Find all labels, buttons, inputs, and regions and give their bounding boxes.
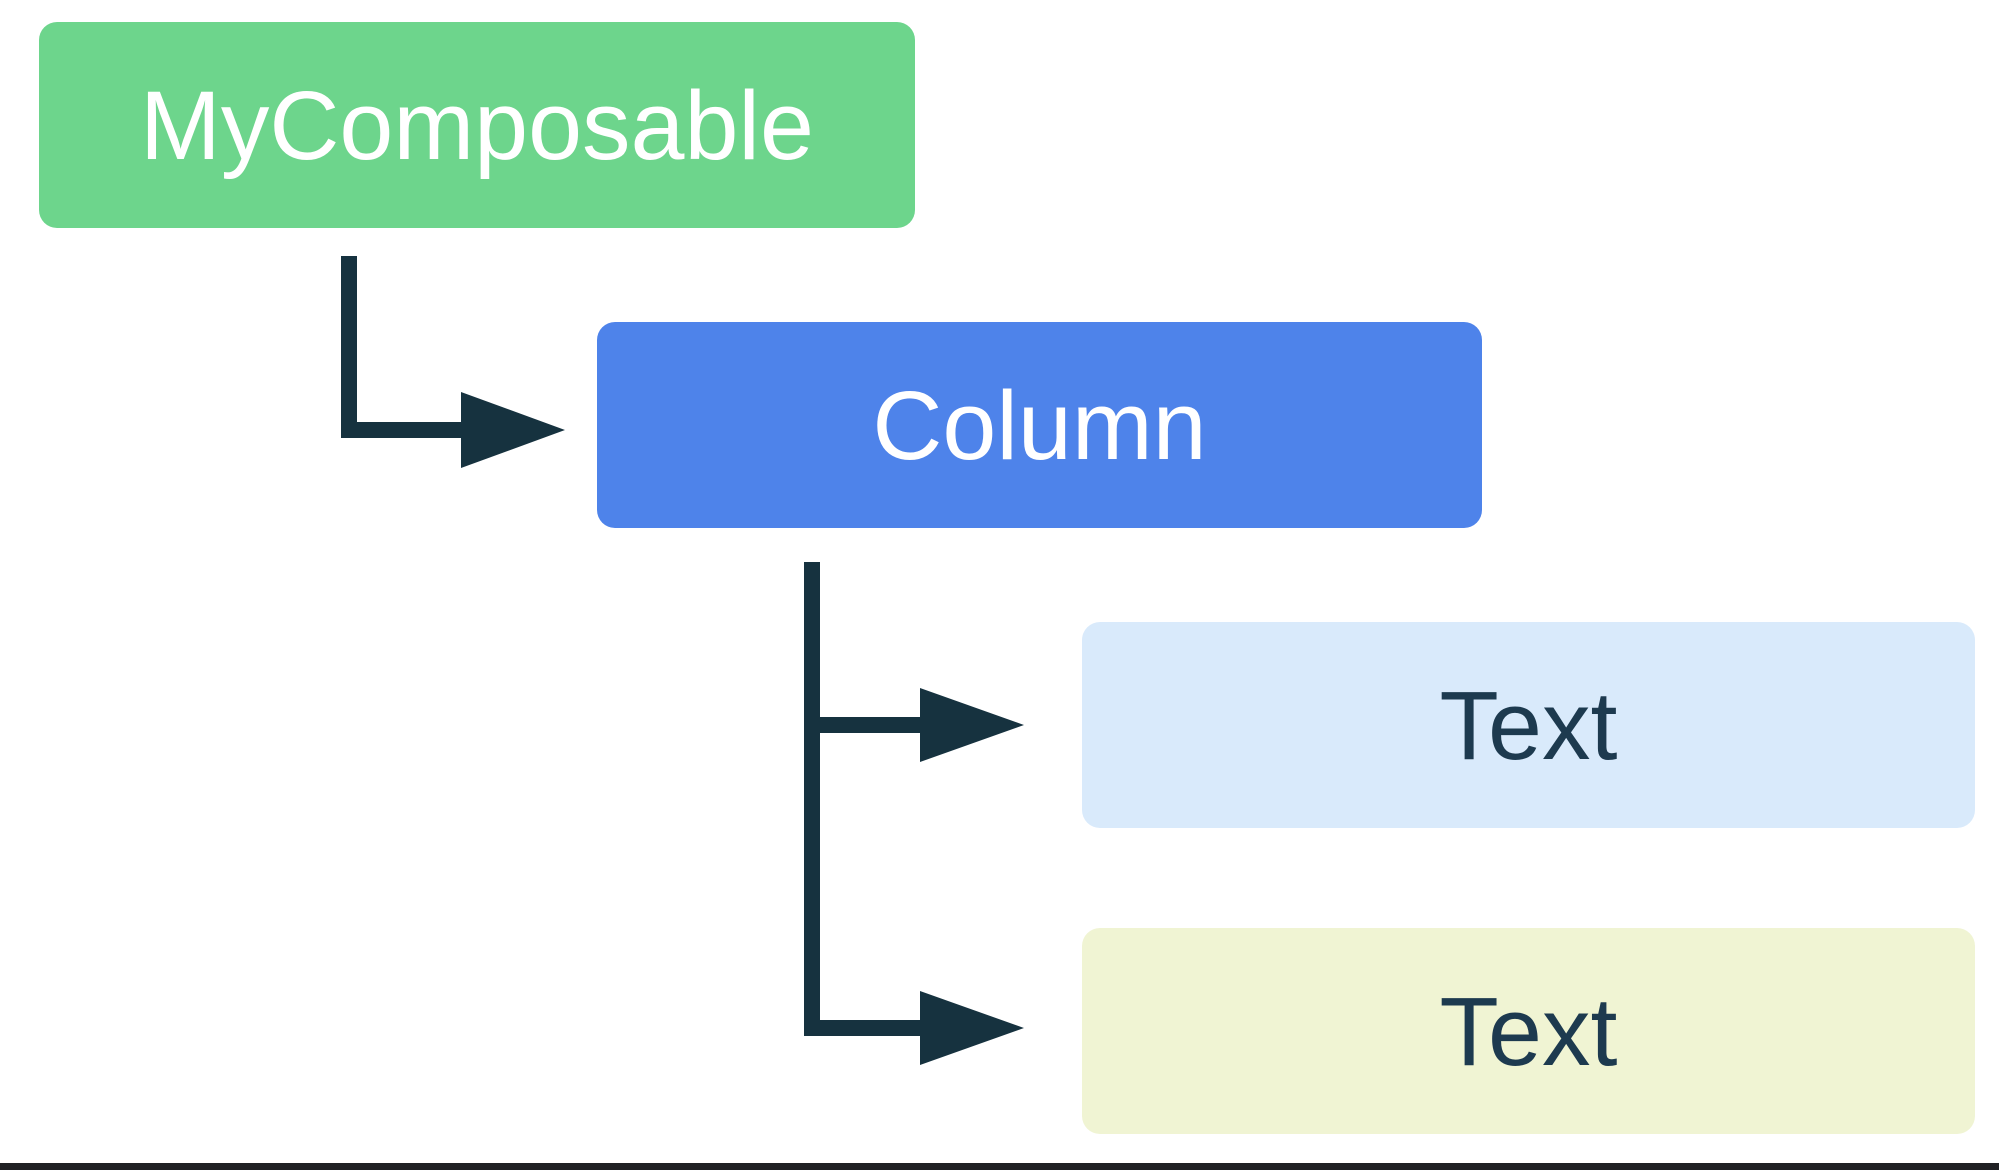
node-column: Column	[597, 322, 1482, 528]
figure-bottom-border	[0, 1163, 1999, 1170]
node-column-label: Column	[872, 370, 1207, 480]
node-text-1-label: Text	[1439, 670, 1618, 780]
node-my-composable: MyComposable	[39, 22, 915, 228]
node-text-1: Text	[1082, 622, 1975, 828]
node-text-2-label: Text	[1439, 976, 1618, 1086]
edge-mycomposable-to-column-arrow	[341, 256, 565, 468]
edge-column-to-texts-arrow	[804, 562, 1024, 1065]
node-text-2: Text	[1082, 928, 1975, 1134]
node-my-composable-label: MyComposable	[140, 70, 814, 180]
